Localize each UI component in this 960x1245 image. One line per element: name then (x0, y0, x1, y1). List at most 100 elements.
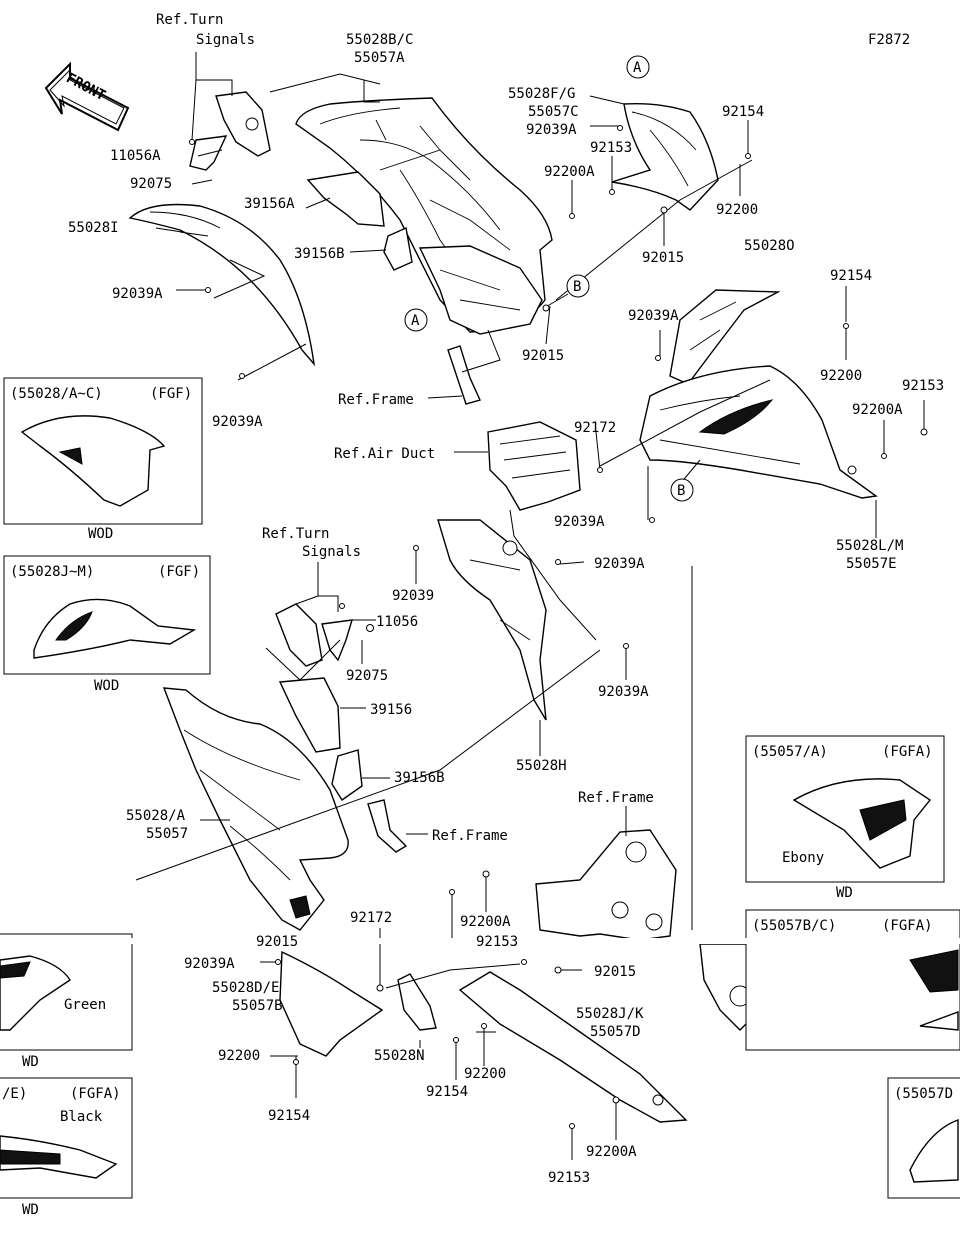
cut-strip: 92015 92153 (0, 934, 960, 950)
label-92200a-1: 92200A (544, 164, 595, 180)
label-92172-2: 92172 (350, 910, 392, 926)
label-55028jk: 55028J/K (576, 1006, 644, 1022)
label-55028bc: 55028B/C (346, 32, 413, 48)
inset-3-note: Ebony (782, 850, 824, 866)
label-92039a-2: 92039A (112, 286, 163, 302)
label-92200a-4: 92200A (586, 1144, 637, 1160)
label-ref-turn-signals-top-2: Signals (196, 32, 255, 48)
label-39156a: 39156A (244, 196, 295, 212)
label-92153-2: 92153 (902, 378, 944, 394)
label-92015-3: 92015 (594, 964, 636, 980)
label-55028o: 55028O (744, 238, 795, 254)
label-ref-turn-signals-mid: Ref.Turn (262, 526, 329, 542)
inset-5: Green WD (0, 933, 133, 1070)
inset-3-caption: WD (836, 885, 853, 901)
label-ref-frame-2: Ref.Frame (432, 828, 508, 844)
inset-1: (55028/A~C) (FGF) WOD (3, 377, 203, 542)
inset-6-caption: WD (22, 1202, 39, 1218)
label-55028a: 55028/A (126, 808, 186, 824)
label-92039a-4: 92039A (212, 414, 263, 430)
inset-3-header-left: (55057/A) (752, 744, 828, 760)
label-92075-1: 92075 (130, 176, 172, 192)
inset-6: /E) (FGFA) Black WD (0, 1077, 133, 1218)
label-92015-cut: 92015 (256, 934, 298, 950)
lower-panel-55028de (279, 950, 384, 1057)
label-11056a: 11056A (110, 148, 161, 164)
label-39156b: 39156B (294, 246, 345, 262)
turn-signal-bracket-mid (275, 603, 353, 667)
inset-5-caption: WD (22, 1054, 39, 1070)
inset-5-note: Green (64, 997, 106, 1013)
label-92039a-7: 92039A (598, 684, 649, 700)
label-92039-1: 92039 (392, 588, 434, 604)
part-labels: Ref.Turn Signals 55028B/C 55057A 55028F/… (68, 12, 944, 1186)
pad-39156b-lower (331, 749, 363, 801)
label-55057d: 55057D (590, 1024, 641, 1040)
inset-4-header-left: (55057B/C) (752, 918, 836, 934)
inset-1-caption: WOD (88, 526, 113, 542)
label-92154-3: 92154 (426, 1084, 468, 1100)
svg-text:B: B (677, 483, 685, 499)
label-55028n: 55028N (374, 1048, 425, 1064)
svg-text:B: B (573, 279, 581, 295)
label-ref-frame-1: Ref.Frame (338, 392, 414, 408)
inner-panel-left (128, 203, 316, 367)
inset-1-header-left: (55028/A~C) (10, 386, 103, 402)
label-92075-2: 92075 (346, 668, 388, 684)
callout-b-right: B (670, 478, 694, 502)
front-arrow-icon: FRONT (44, 61, 130, 132)
label-55057b: 55057B (232, 998, 283, 1014)
label-92200a-2: 92200A (852, 402, 903, 418)
label-92200-4: 92200 (464, 1066, 506, 1082)
lower-cowl-55028lm (639, 365, 878, 499)
label-55028i: 55028I (68, 220, 119, 236)
side-panel-55028o (669, 289, 781, 385)
inset-1-header-right: (FGF) (150, 386, 192, 402)
label-55057a: 55057A (354, 50, 405, 66)
upper-side-panel-right (611, 103, 719, 211)
label-39156b-2: 39156B (394, 770, 445, 786)
label-92039a-8: 92039A (184, 956, 235, 972)
pad-39156 (278, 677, 341, 753)
label-55057c: 55057C (528, 104, 579, 120)
inset-2-header-left: (55028J~M) (10, 564, 94, 580)
label-92200-1: 92200 (716, 202, 758, 218)
inner-bracket-center (418, 245, 543, 335)
label-92200-3: 92200 (218, 1048, 260, 1064)
label-92039a-1: 92039A (526, 122, 577, 138)
lower-panel-55028jk (458, 971, 688, 1123)
frame-stay-top (447, 345, 481, 405)
fastener-points (189, 125, 928, 1129)
label-55028h: 55028H (516, 758, 567, 774)
label-92015-2: 92015 (522, 348, 564, 364)
label-55057e: 55057E (846, 556, 897, 572)
pad-39156a (306, 171, 385, 227)
callout-a-top: A (626, 55, 650, 79)
inset-6-header-left: /E) (2, 1086, 27, 1102)
label-92200-2: 92200 (820, 368, 862, 384)
inset-2-header-right: (FGF) (158, 564, 200, 580)
side-cowl-55028a (162, 687, 349, 931)
label-11056: 11056 (376, 614, 418, 630)
bracket-55028n (397, 973, 437, 1031)
label-ref-frame-3: Ref.Frame (578, 790, 654, 806)
inset-7-header-left: (55057D (894, 1086, 953, 1102)
label-92153-1: 92153 (590, 140, 632, 156)
inset-7: (55057D (887, 1077, 960, 1199)
label-92154-1: 92154 (722, 104, 764, 120)
label-55028de: 55028D/E (212, 980, 279, 996)
label-55057: 55057 (146, 826, 188, 842)
inset-4-header-right: (FGFA) (882, 918, 933, 934)
svg-text:A: A (633, 60, 642, 76)
label-92153-cut: 92153 (476, 934, 518, 950)
inset-3-header-right: (FGFA) (882, 744, 933, 760)
inset-2-caption: WOD (94, 678, 119, 694)
callout-a-left: A (404, 308, 428, 332)
label-55028fg: 55028F/G (508, 86, 575, 102)
label-92015-1: 92015 (642, 250, 684, 266)
label-92153-3: 92153 (548, 1170, 590, 1186)
pad-39156b (383, 226, 413, 271)
label-39156: 39156 (370, 702, 412, 718)
label-92154-2: 92154 (830, 268, 872, 284)
